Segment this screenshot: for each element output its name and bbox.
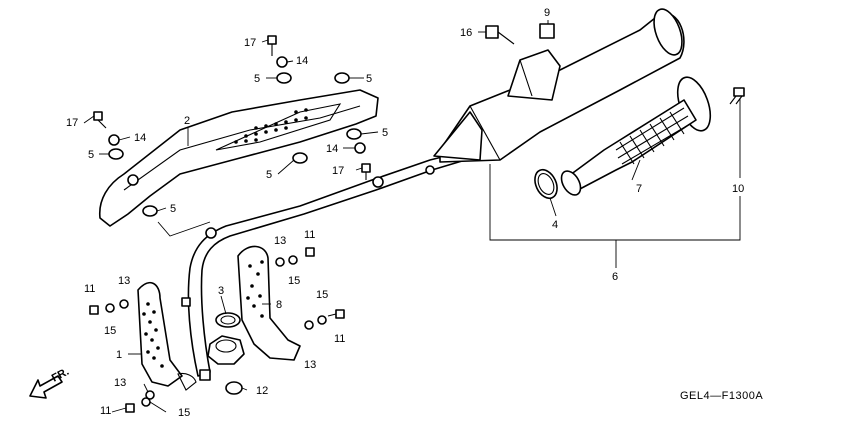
collar-5b[interactable] — [334, 72, 350, 84]
callout-15b: 15 — [316, 289, 328, 301]
callout-14b: 14 — [134, 132, 146, 144]
callout-16: 16 — [460, 27, 472, 39]
leader-lines — [83, 20, 741, 413]
washer-15d[interactable] — [141, 397, 151, 407]
callout-8: 8 — [276, 299, 282, 311]
bolt-11c[interactable] — [89, 305, 99, 315]
callout-4: 4 — [552, 219, 558, 231]
callout-3: 3 — [218, 285, 224, 297]
heat-shield-perforations — [234, 108, 308, 144]
heat-shield-upper[interactable] — [99, 89, 379, 227]
collar-5a[interactable] — [276, 72, 292, 84]
callout-15a: 15 — [288, 275, 300, 287]
callout-11d: 11 — [100, 405, 111, 417]
callout-15c: 15 — [104, 325, 116, 337]
callout-12: 12 — [256, 385, 268, 397]
callouts: 17 14 5 5 17 14 5 2 5 14 5 17 5 16 9 4 7… — [66, 7, 744, 419]
washer-13b[interactable] — [304, 320, 314, 330]
joint-collar[interactable] — [207, 335, 245, 365]
collar-5d[interactable] — [346, 128, 362, 140]
callout-17a: 17 — [244, 37, 256, 49]
washer-14a[interactable] — [276, 56, 288, 68]
collar-12[interactable] — [225, 381, 243, 395]
callout-14a: 14 — [296, 55, 308, 67]
muffler[interactable] — [433, 5, 687, 163]
bolt-17c[interactable] — [361, 163, 371, 180]
front-arrow: FR. — [29, 366, 71, 399]
callout-7: 7 — [636, 183, 642, 195]
callout-5b: 5 — [366, 73, 372, 85]
nut-9[interactable] — [539, 23, 555, 39]
collar-5e[interactable] — [292, 152, 308, 164]
pipe-protector-1-perforations — [142, 302, 164, 368]
hardware — [89, 35, 371, 413]
washer-13a[interactable] — [275, 257, 285, 267]
washer-15b[interactable] — [317, 315, 327, 325]
gasket-4[interactable] — [531, 166, 562, 202]
washer-14b[interactable] — [108, 134, 120, 146]
exhaust-gasket-3[interactable] — [215, 312, 241, 328]
front-arrow-icon — [29, 375, 63, 399]
callout-5a: 5 — [254, 73, 260, 85]
callout-1: 1 — [116, 349, 122, 361]
pipe-protector-8[interactable] — [237, 245, 301, 361]
callout-11a: 11 — [304, 229, 315, 241]
callout-5d: 5 — [382, 127, 388, 139]
bolt-16[interactable] — [485, 25, 515, 45]
callout-13a: 13 — [274, 235, 286, 247]
callout-11b: 11 — [334, 333, 345, 345]
callout-2: 2 — [184, 115, 190, 127]
front-arrow-label: FR. — [50, 366, 71, 385]
callout-15d: 15 — [178, 407, 190, 419]
washer-13c[interactable] — [119, 299, 129, 309]
collar-5f[interactable] — [142, 205, 158, 217]
callout-13c: 13 — [118, 275, 130, 287]
callout-10: 10 — [732, 183, 744, 195]
pipe-protector-8-perforations — [246, 260, 264, 318]
callout-14c: 14 — [326, 143, 338, 155]
callout-13b: 13 — [304, 359, 316, 371]
callout-5c: 5 — [88, 149, 94, 161]
washer-15c[interactable] — [105, 303, 115, 313]
bolt-11a[interactable] — [305, 247, 315, 257]
callout-5e: 5 — [266, 169, 272, 181]
callout-5f: 5 — [170, 203, 176, 215]
spark-arrester[interactable] — [558, 73, 717, 198]
bolt-10[interactable] — [729, 87, 745, 105]
washer-15a[interactable] — [288, 255, 298, 265]
washer-14c[interactable] — [354, 142, 366, 154]
collar-5c[interactable] — [108, 148, 124, 160]
diagram-code: GEL4—F1300A — [680, 390, 763, 402]
washer-13d[interactable] — [145, 390, 155, 400]
pipe-protector-1[interactable] — [137, 281, 197, 391]
bolt-17b[interactable] — [93, 111, 107, 129]
spark-arrester-mesh — [615, 107, 691, 165]
bolt-11d[interactable] — [125, 403, 135, 413]
callout-17c: 17 — [332, 165, 344, 177]
bolt-11b[interactable] — [327, 309, 345, 319]
callout-13d: 13 — [114, 377, 126, 389]
callout-9: 9 — [544, 7, 550, 19]
bolt-17a[interactable] — [267, 35, 277, 56]
callout-17b: 17 — [66, 117, 78, 129]
callout-11c: 11 — [84, 283, 95, 295]
callout-6: 6 — [612, 271, 618, 283]
